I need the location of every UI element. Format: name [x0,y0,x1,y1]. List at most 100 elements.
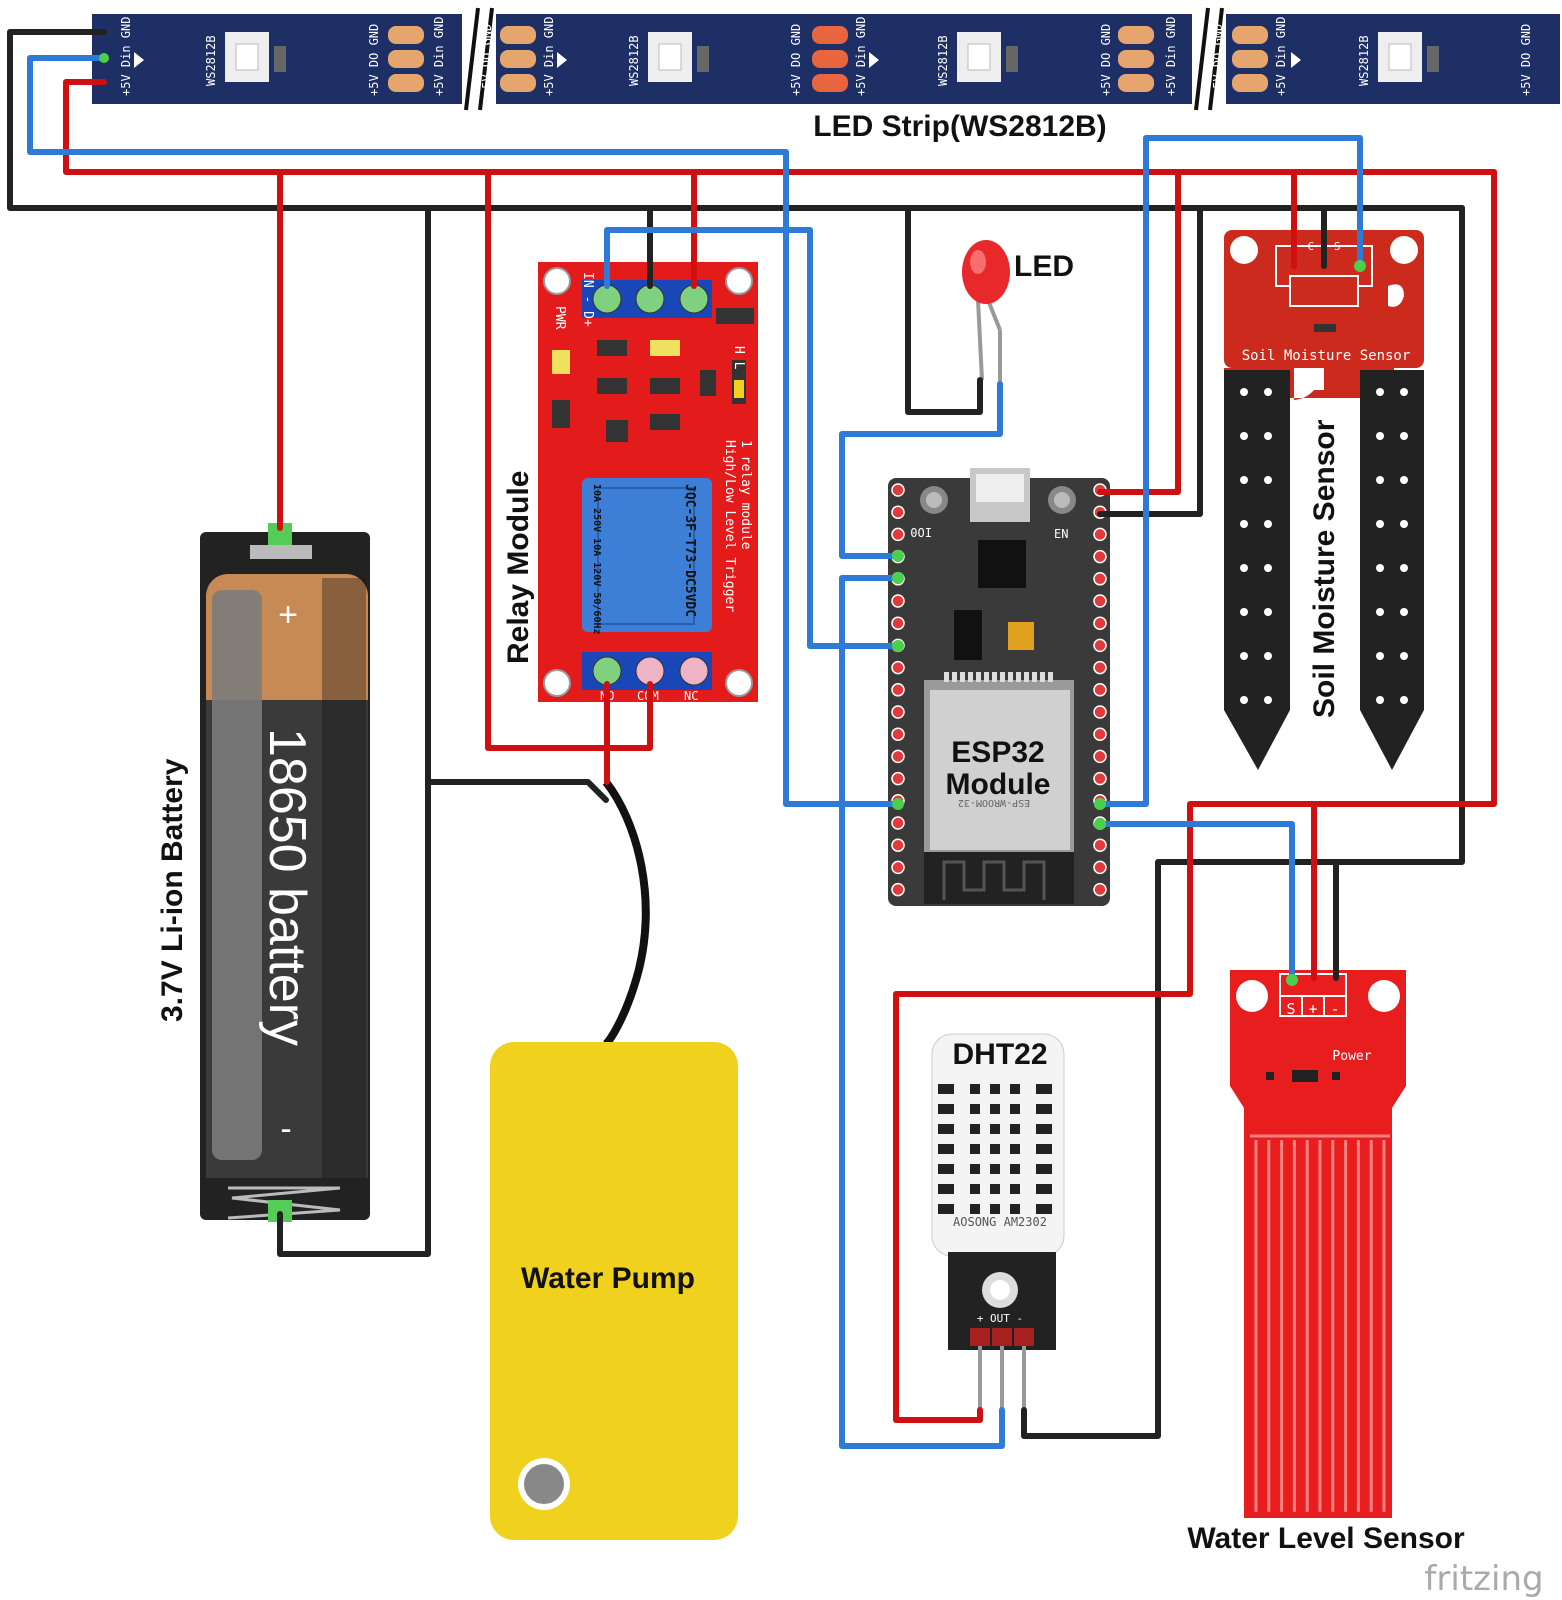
wire-gnd-battery [277,205,431,1257]
soil-probe-dot [1400,564,1408,572]
strip-chip-label-2: WS2812B [627,35,641,86]
soil-probe-dot [1264,520,1272,528]
strip-pin-label-7: +5V Din GND [854,17,868,96]
esp32-pin-left [891,727,905,741]
dht-vent [938,1204,954,1214]
soil-probe-dot [1376,476,1384,484]
svg-text:-: - [280,1110,291,1148]
esp32-btn-io0: IO0 [910,525,932,539]
soil-probe-dot [1264,652,1272,660]
relay-part-label: JQC-3F-T73-DC5VDC [682,484,697,617]
esp32-pin-right [1093,527,1107,542]
wire-gnd-esp [1097,205,1203,517]
wire-5v-relay-com [485,169,653,751]
red-led [962,240,1010,384]
dht-vent [970,1144,980,1154]
esp32-pin-right [1093,771,1107,786]
strip-pin-label-2: +5V DO GND [367,24,381,96]
soil-probe-dot [1400,432,1408,440]
esp32-pin-left [891,594,905,608]
dht-vent [990,1144,1000,1154]
dht-vent [990,1104,1000,1114]
soil-probe-dot [1240,520,1248,528]
esp32-shield-text: ESP-WROOM-32 [958,797,1030,808]
relay-pwr-label: PWR [552,306,567,330]
esp32-pin-left [891,616,905,630]
esp32-pin-right [1093,705,1107,719]
dht-vent [990,1164,1000,1174]
soil-probe-dot [1400,388,1408,396]
dht-vent [990,1084,1000,1094]
dht-vent [938,1184,954,1194]
strip-chip-label-1: WS2812B [204,35,218,86]
wiring [7,29,1497,1449]
soil-probe-dots [1240,388,1408,704]
wire-gnd-water [1333,205,1465,981]
dht-vent [970,1104,980,1114]
relay-pin-top-label: IN - D+ [580,272,595,327]
relay-ratings-label: 10A 250V 10A 120V 50/60Hz [591,484,602,635]
dht-vent [1010,1164,1020,1174]
esp32-pin-left [891,860,905,875]
wire-gnd-pump [425,779,609,803]
strip-pin-label-5: +5V Din GND [542,17,556,96]
esp32-pin-left [891,882,905,897]
relay-title-line1: 1 relay module [738,440,753,550]
esp32-pin-right [1093,660,1107,675]
strip-pin-label-6: +5V DO GND [789,24,803,96]
esp32-module-pin [960,672,965,682]
dht-title: DHT22 [952,1038,1047,1071]
esp32-pin-left [891,505,905,519]
water-pin-plus: + [1308,1000,1317,1018]
soil-probe-dot [1240,696,1248,704]
esp32-board: IO0 EN ESP-WROOM-32 [888,468,1110,906]
wire-data-strip [27,55,901,807]
relay-title-line2: High/Low Level Trigger [722,440,737,612]
wire-dht-signal [839,575,1005,1449]
battery-cell-label: 18650 battery [258,728,316,1046]
led-strip: +5V Din GND WS2812B +5V DO GND +5V Din G… [92,6,1560,112]
dht-vent [1036,1164,1052,1174]
esp32-pin-left [891,683,905,697]
soil-probe-dot [1400,696,1408,704]
wire-5v-dht [893,801,1317,1423]
strip-chip-label-3: WS2812B [936,35,950,86]
soil-probe-dot [1240,388,1248,396]
wire-gnd-main [7,29,1465,211]
strip-pin-label-11: +5V Din GND [1274,17,1288,96]
esp32-pin-right [1093,838,1107,852]
esp32-pin-left [891,771,905,786]
wire-led-signal [839,381,1003,559]
soil-probe-dot [1400,520,1408,528]
dht-vent [970,1164,980,1174]
esp32-module-pin [1016,672,1021,682]
esp32-module-pin [968,672,973,682]
soil-board-title: Soil Moisture Sensor [1242,348,1411,364]
esp32-module-pin [1008,672,1013,682]
wire-5v-esp [1097,169,1181,495]
esp32-module-pin [992,672,997,682]
soil-probe-dot [1376,388,1384,396]
dht-vent [938,1104,954,1114]
esp32-module-pin [952,672,957,682]
esp32-pin-right [1093,638,1107,653]
water-pump [490,779,738,1540]
soil-probe-dot [1376,520,1384,528]
esp32-pin-left [891,749,905,764]
soil-probe-dot [1376,652,1384,660]
dht-vent [1036,1104,1052,1114]
dht-vent [1036,1204,1052,1214]
soil-probe-dot [1240,608,1248,616]
wire-5v-water [1311,169,1497,981]
wire-soil-signal [1097,135,1363,807]
dht-vent [1036,1084,1052,1094]
dht-vent [1010,1084,1020,1094]
esp32-pin-right [1093,549,1107,564]
dht-vent [938,1144,954,1154]
svg-text:+: + [278,596,298,634]
dht-brand: AOSONG AM2302 [953,1215,1047,1229]
soil-title: Soil Moisture Sensor [1308,419,1341,718]
water-power-label: Power [1332,1049,1371,1064]
esp32-module-pin [1024,672,1029,682]
